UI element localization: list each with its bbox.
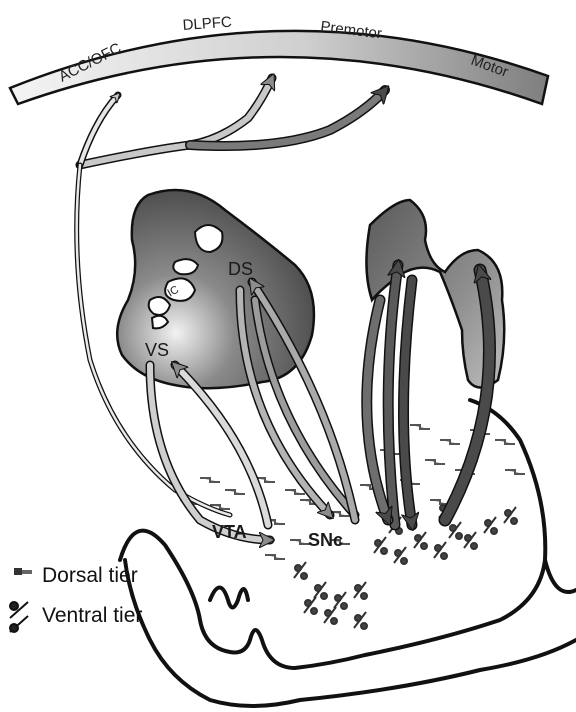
legend-ventral-label: Ventral tier [42,604,142,627]
ventral-tier-icon [10,602,28,632]
cortex-label-dlpfc: DLPFC [182,14,232,34]
dorsal-tier-icon [14,568,32,575]
midbrain-outline [120,400,576,706]
legend-dorsal-label: Dorsal tier [42,564,138,587]
ds-label: DS [228,259,253,279]
ventral-tier-neurons [294,502,517,629]
vs-label: VS [145,340,169,360]
legend: Dorsal tier Ventral tier [10,564,142,632]
vta-label: VTA [212,522,247,542]
snc-label: SNc [308,530,343,550]
